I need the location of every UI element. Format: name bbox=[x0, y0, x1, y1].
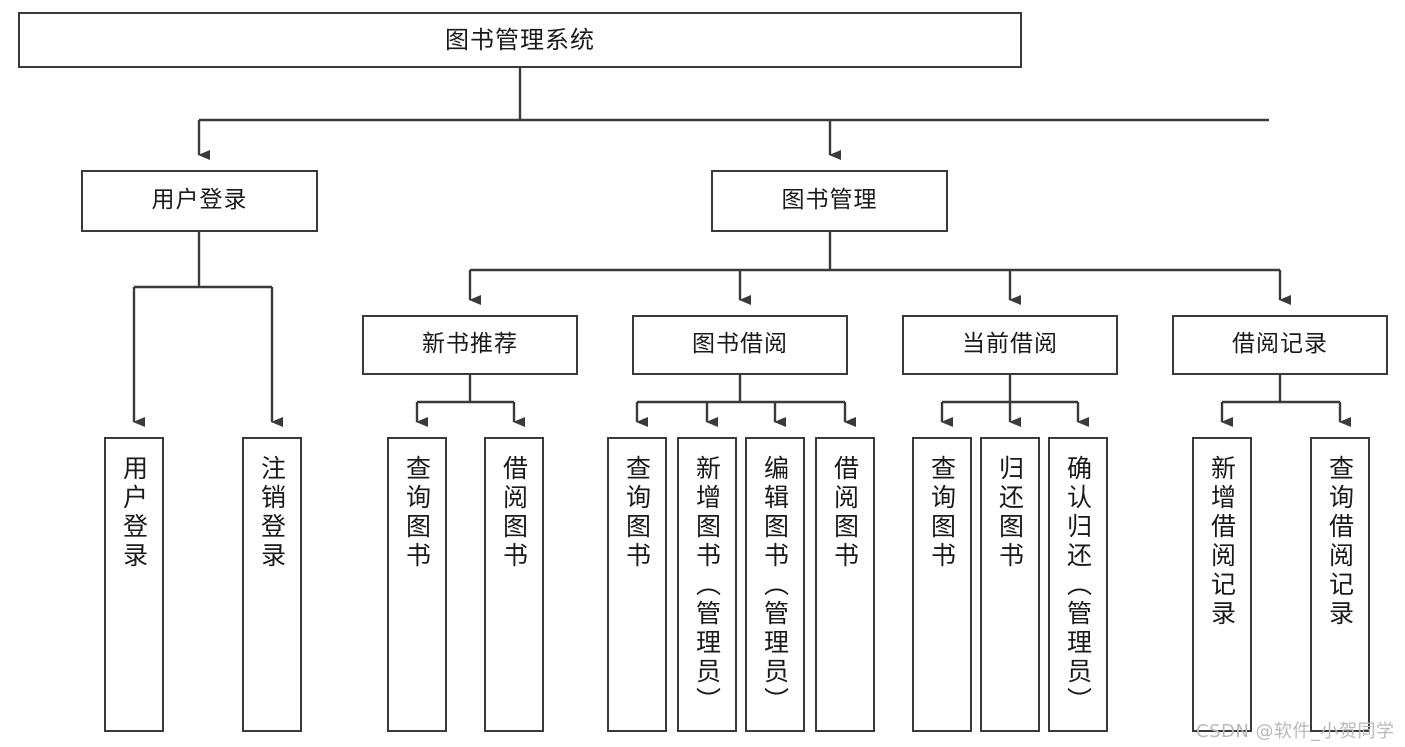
node-book-management[interactable]: 图书管理 bbox=[711, 170, 948, 232]
node-leaf-borrow-book[interactable]: 借阅图书 bbox=[815, 437, 875, 732]
node-label: 查询图书 bbox=[402, 455, 432, 571]
node-leaf-return-book[interactable]: 归还图书 bbox=[980, 437, 1040, 732]
node-borrow-record[interactable]: 借阅记录 bbox=[1172, 315, 1388, 375]
node-leaf-confirm-return-admin[interactable]: 确认归还（管理员） bbox=[1048, 437, 1108, 732]
node-leaf-query-book-recommend[interactable]: 查询图书 bbox=[387, 437, 447, 732]
node-user-login[interactable]: 用户登录 bbox=[81, 170, 318, 232]
node-label: 编辑图书（管理员） bbox=[760, 455, 790, 716]
node-root-book-management-system[interactable]: 图书管理系统 bbox=[18, 12, 1022, 68]
node-leaf-query-book-current[interactable]: 查询图书 bbox=[912, 437, 972, 732]
node-current-borrow[interactable]: 当前借阅 bbox=[902, 315, 1118, 375]
node-label: 图书管理 bbox=[781, 187, 878, 214]
node-leaf-user-login[interactable]: 用户登录 bbox=[104, 437, 164, 732]
node-label: 新增图书（管理员） bbox=[692, 455, 722, 716]
csdn-watermark: CSDN @软件_小贺同学 bbox=[1196, 721, 1395, 742]
node-label: 借阅记录 bbox=[1232, 331, 1328, 358]
node-label: 查询图书 bbox=[622, 455, 652, 571]
node-label: 图书借阅 bbox=[692, 331, 788, 358]
node-leaf-edit-book-admin[interactable]: 编辑图书（管理员） bbox=[745, 437, 805, 732]
node-leaf-logout-login[interactable]: 注销登录 bbox=[242, 437, 302, 732]
node-label: 查询图书 bbox=[927, 455, 957, 571]
node-label: 注销登录 bbox=[257, 455, 287, 571]
node-book-borrow[interactable]: 图书借阅 bbox=[632, 315, 848, 375]
node-label: 新书推荐 bbox=[422, 331, 518, 358]
node-label: 当前借阅 bbox=[962, 331, 1058, 358]
node-label: 查询借阅记录 bbox=[1325, 455, 1355, 629]
node-leaf-add-book-admin[interactable]: 新增图书（管理员） bbox=[677, 437, 737, 732]
node-label: 图书管理系统 bbox=[445, 25, 595, 54]
node-leaf-add-borrow-record[interactable]: 新增借阅记录 bbox=[1192, 437, 1252, 732]
node-leaf-borrow-book-recommend[interactable]: 借阅图书 bbox=[484, 437, 544, 732]
node-label: 确认归还（管理员） bbox=[1063, 455, 1093, 716]
node-label: 新增借阅记录 bbox=[1207, 455, 1237, 629]
node-label: 用户登录 bbox=[119, 455, 149, 571]
node-label: 借阅图书 bbox=[830, 455, 860, 571]
node-label: 用户登录 bbox=[151, 187, 248, 214]
node-new-book-recommend[interactable]: 新书推荐 bbox=[362, 315, 578, 375]
node-label: 借阅图书 bbox=[499, 455, 529, 571]
node-leaf-query-book-borrow[interactable]: 查询图书 bbox=[607, 437, 667, 732]
node-label: 归还图书 bbox=[995, 455, 1025, 571]
node-leaf-query-borrow-record[interactable]: 查询借阅记录 bbox=[1310, 437, 1370, 732]
